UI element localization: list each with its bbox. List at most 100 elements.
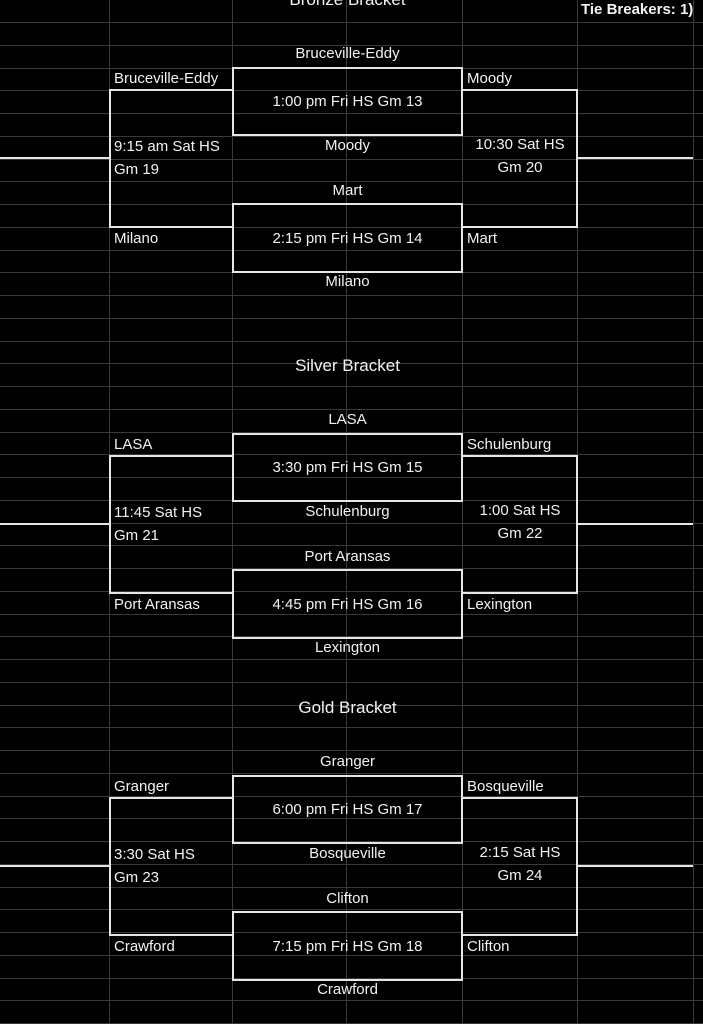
grid-row-line — [0, 227, 703, 228]
bracket-line — [0, 157, 110, 159]
game1-time: 3:30 pm Fri HS Gm 15 — [272, 459, 423, 476]
bracket-line — [462, 934, 578, 936]
bracket-line — [232, 271, 463, 273]
right-final-time: 2:15 Sat HS — [479, 844, 561, 861]
bracket-line — [109, 934, 233, 936]
bracket-line — [232, 67, 234, 136]
grid-row-line — [0, 614, 703, 615]
bracket-line — [461, 775, 463, 844]
grid-row-line — [0, 136, 703, 137]
grid-row-line — [0, 841, 703, 842]
grid-row-line — [0, 250, 703, 251]
grid-row-line — [0, 659, 703, 660]
right-final-game-number: Gm 20 — [497, 159, 543, 176]
bracket-line — [232, 775, 463, 777]
left-final-game-number: Gm 21 — [114, 527, 160, 544]
bracket-title: Bronze Bracket — [232, 0, 463, 10]
grid-row-line — [0, 432, 703, 433]
bracket-line — [109, 455, 111, 594]
game2-top-team: Mart — [332, 182, 363, 199]
bracket-line — [109, 797, 111, 936]
bracket-line — [232, 433, 463, 435]
bracket-line — [462, 797, 578, 799]
grid-row-line — [0, 477, 703, 478]
game2-top-team: Port Aransas — [304, 548, 391, 565]
right-bottom-team: Lexington — [467, 596, 533, 613]
bracket-line — [232, 979, 463, 981]
grid-row-line — [0, 523, 703, 524]
grid-row-line — [0, 727, 703, 728]
game1-top-team: Granger — [319, 753, 376, 770]
left-final-game-number: Gm 19 — [114, 161, 160, 178]
grid-row-line — [0, 932, 703, 933]
grid-row-line — [0, 682, 703, 683]
grid-row-line — [0, 887, 703, 888]
grid-row-line — [0, 750, 703, 751]
game2-bottom-team: Milano — [325, 273, 370, 290]
left-final-time: 9:15 am Sat HS — [114, 138, 220, 155]
bracket-line — [109, 89, 111, 228]
grid-row-line — [0, 454, 703, 455]
bracket-line — [461, 911, 463, 981]
bracket-line — [232, 203, 234, 273]
grid-row-line — [0, 341, 703, 342]
grid-row-line — [0, 113, 703, 114]
bracket-line — [462, 226, 578, 228]
game1-bottom-team: Schulenburg — [305, 503, 390, 520]
bracket-line — [461, 203, 463, 273]
grid-row-line — [0, 363, 703, 364]
game1-bottom-team: Bosqueville — [309, 845, 386, 862]
left-top-team: Granger — [114, 778, 170, 795]
bracket-title: Silver Bracket — [295, 356, 400, 375]
bracket-line — [109, 797, 233, 799]
bracket-line — [232, 775, 234, 844]
game2-time: 2:15 pm Fri HS Gm 14 — [272, 230, 423, 247]
bracket-title: Gold Bracket — [298, 698, 397, 717]
left-top-team: Bruceville-Eddy — [114, 70, 219, 87]
grid-row-line — [0, 295, 703, 296]
bracket-line — [109, 592, 233, 594]
grid-row-line — [0, 796, 703, 797]
grid-row-line — [0, 1000, 703, 1001]
grid-row-line — [0, 705, 703, 706]
bracket-line — [232, 842, 463, 844]
grid-row-line — [0, 159, 703, 160]
grid-row-line — [0, 409, 703, 410]
grid-row-line — [0, 818, 703, 819]
left-bottom-team: Milano — [114, 230, 159, 247]
right-final-game-number: Gm 22 — [497, 525, 543, 542]
grid-column-line — [693, 0, 694, 1024]
game2-time: 4:45 pm Fri HS Gm 16 — [272, 596, 423, 613]
right-top-team: Schulenburg — [467, 436, 552, 453]
bracket-line — [577, 157, 693, 159]
left-final-game-number: Gm 23 — [114, 869, 160, 886]
bracket-line — [232, 67, 463, 69]
left-bottom-team: Port Aransas — [114, 596, 200, 613]
grid-column-line — [232, 0, 233, 1024]
bracket-line — [0, 523, 110, 525]
game2-top-team: Clifton — [326, 890, 369, 907]
left-final-time: 11:45 Sat HS — [114, 504, 203, 521]
grid-row-line — [0, 568, 703, 569]
bracket-line — [232, 569, 463, 571]
game2-bottom-team: Crawford — [317, 981, 378, 998]
left-top-team: LASA — [114, 436, 153, 453]
left-final-time: 3:30 Sat HS — [114, 846, 195, 863]
grid-row-line — [0, 181, 703, 182]
right-bottom-team: Mart — [467, 230, 497, 247]
bracket-line — [461, 569, 463, 639]
bracket-line — [109, 455, 233, 457]
bracket-line — [109, 226, 233, 228]
grid-row-line — [0, 978, 703, 979]
bracket-line — [232, 911, 463, 913]
grid-row-line — [0, 90, 703, 91]
bracket-line — [461, 67, 463, 136]
game1-time: 6:00 pm Fri HS Gm 17 — [272, 801, 423, 818]
bracket-line — [462, 592, 578, 594]
grid-row-line — [0, 386, 703, 387]
bracket-line — [577, 523, 693, 525]
grid-row-line — [0, 636, 703, 637]
bracket-line — [462, 89, 578, 91]
grid-row-line — [0, 864, 703, 865]
